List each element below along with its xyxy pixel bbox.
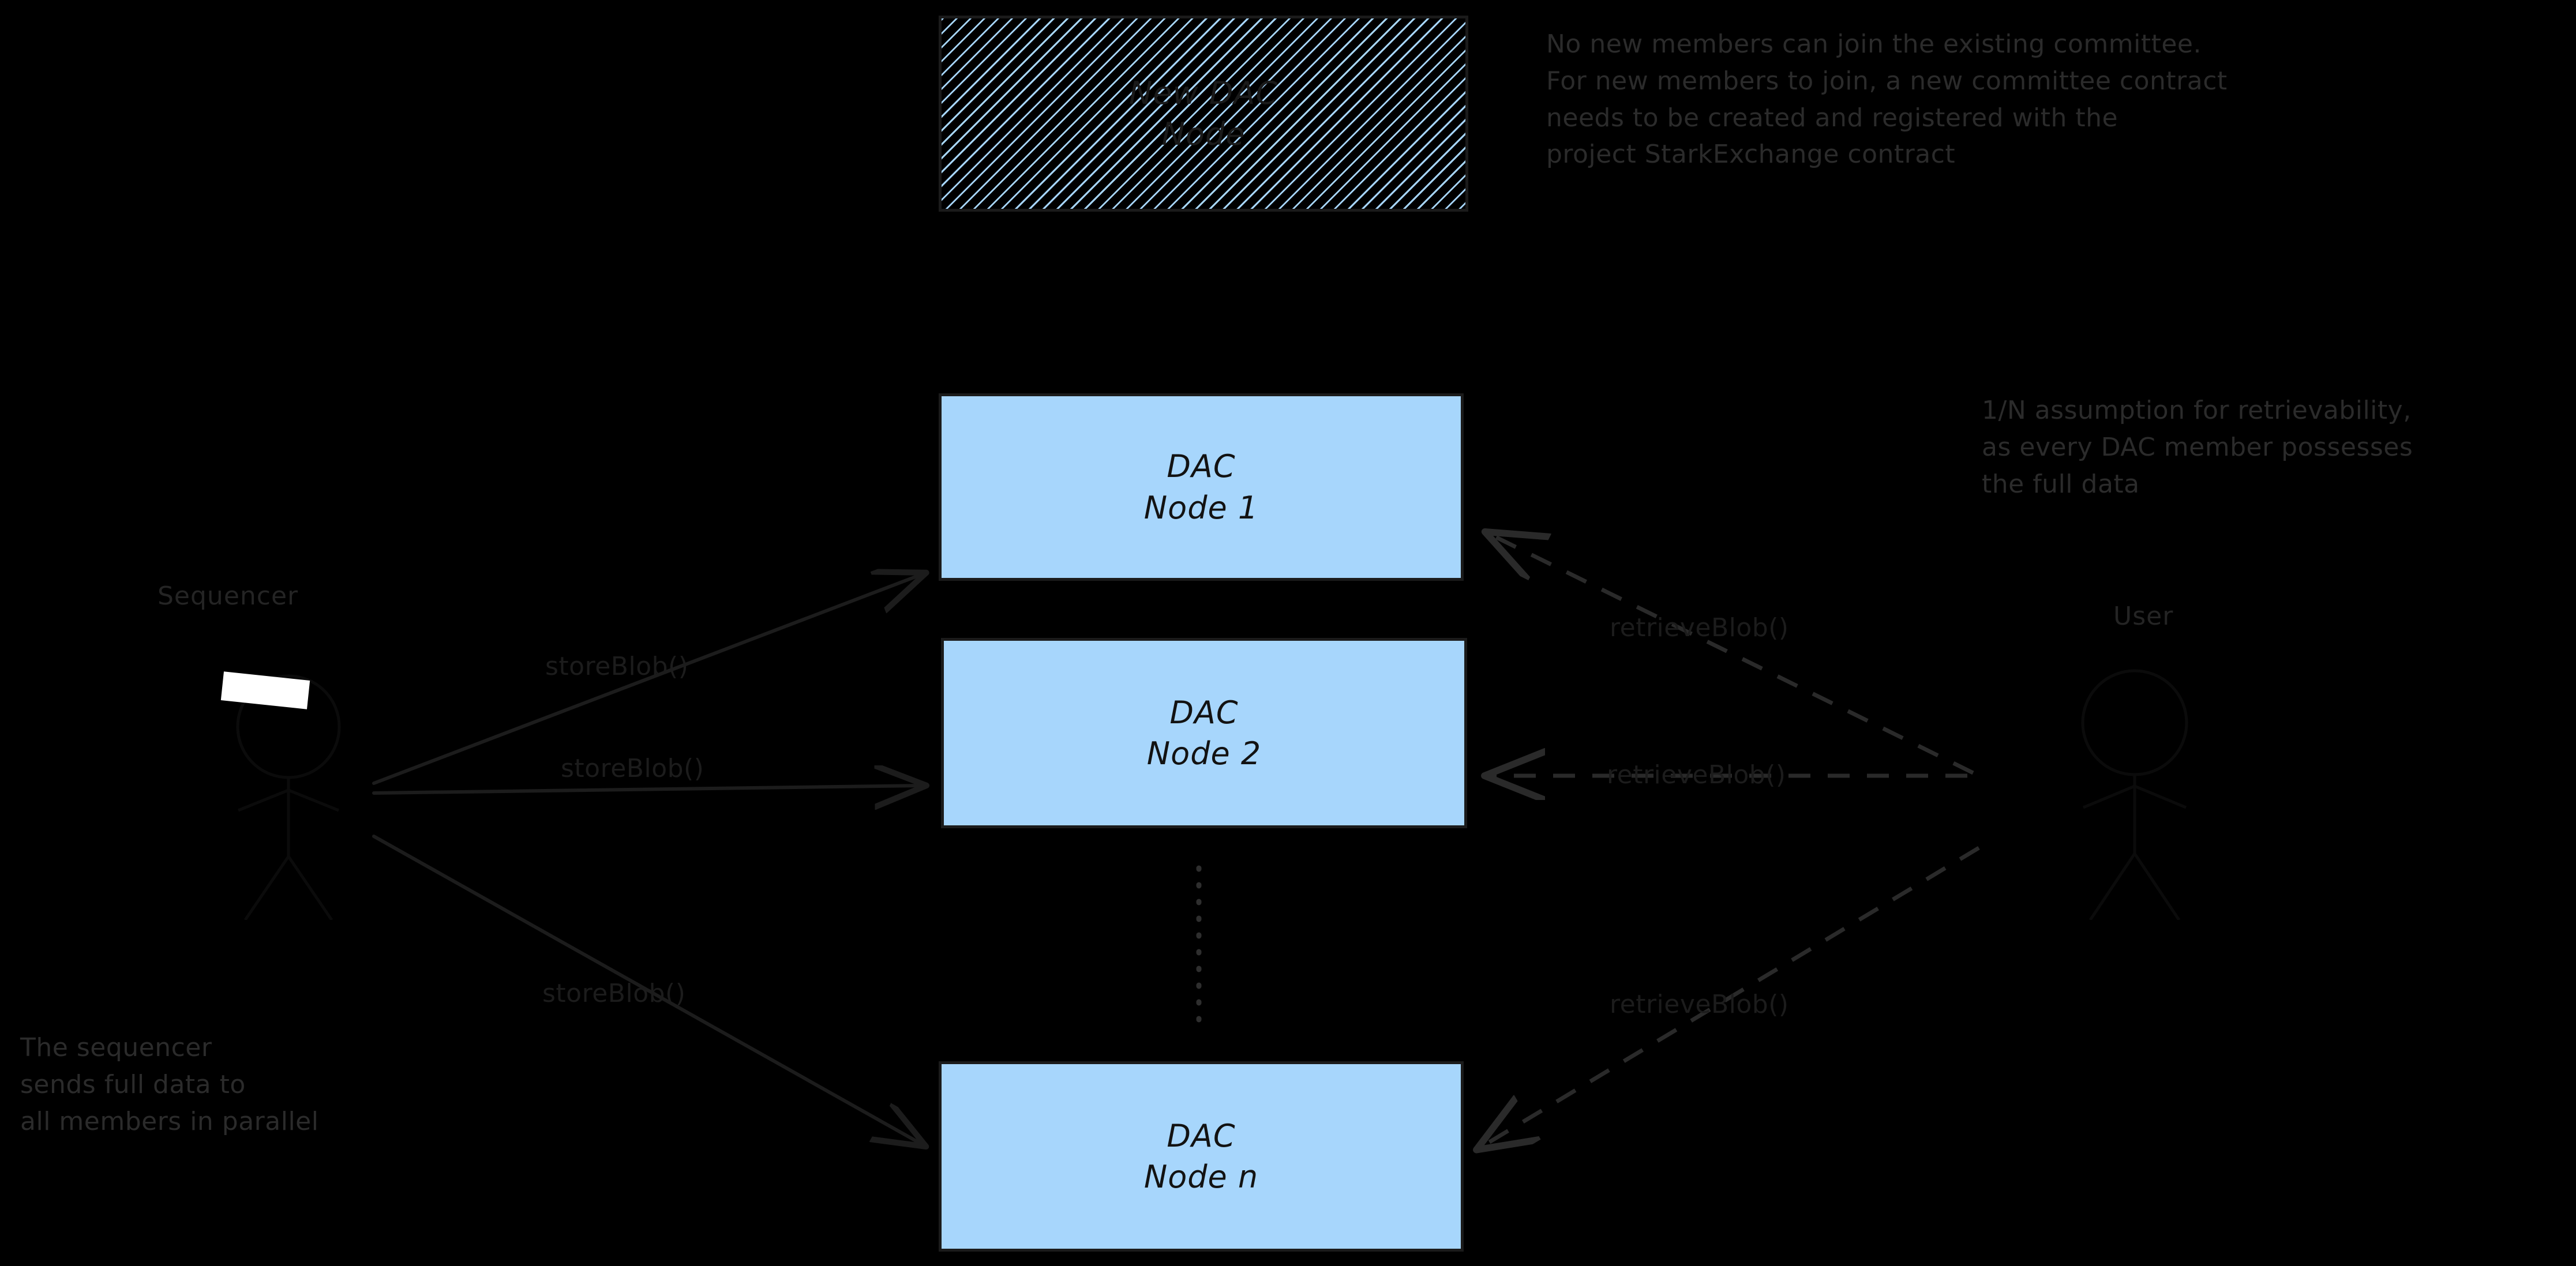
sequencer-label: Sequencer <box>158 581 299 611</box>
new-dac-node-box[interactable]: New DAC Node <box>939 16 1468 212</box>
sequencer-person-figure-icon <box>236 674 341 920</box>
edge-label-store-n: storeBlob() <box>542 979 686 1008</box>
dac-node-n-title: DAC <box>1167 1117 1236 1154</box>
edge-retrieve-1 <box>1488 534 1974 775</box>
dac-node-2-box[interactable]: DAC Node 2 <box>941 638 1467 828</box>
edge-label-store-1: storeBlob() <box>545 652 689 681</box>
edge-label-store-2: storeBlob() <box>561 754 704 783</box>
edge-store-2 <box>372 786 923 793</box>
user-label: User <box>2113 602 2174 631</box>
dac-node-1-subtitle: Node 1 <box>1143 489 1259 526</box>
edge-label-retrieve-1: retrieveBlob() <box>1610 613 1789 643</box>
dac-node-2-title: DAC <box>1169 694 1239 731</box>
annotation-retrievability: 1/N assumption for retrievability, as ev… <box>1982 396 2413 499</box>
new-dac-node-subtitle: Node <box>1161 116 1246 152</box>
dac-node-n-subtitle: Node n <box>1143 1159 1259 1195</box>
user-person-figure-icon <box>2081 669 2188 920</box>
dac-node-n-box[interactable]: DAC Node n <box>939 1061 1464 1252</box>
dac-node-1-box[interactable]: DAC Node 1 <box>939 393 1464 581</box>
dac-node-2-subtitle: Node 2 <box>1146 735 1262 772</box>
annotation-sequencer-note: The sequencer sends full data to all mem… <box>20 1033 319 1136</box>
dac-node-1-title: DAC <box>1167 448 1236 485</box>
edge-label-retrieve-n: retrieveBlob() <box>1610 990 1789 1019</box>
new-dac-node-title: New DAC <box>1128 74 1278 111</box>
annotation-committee: No new members can join the existing com… <box>1546 29 2228 170</box>
edge-label-retrieve-2: retrieveBlob() <box>1607 760 1786 790</box>
